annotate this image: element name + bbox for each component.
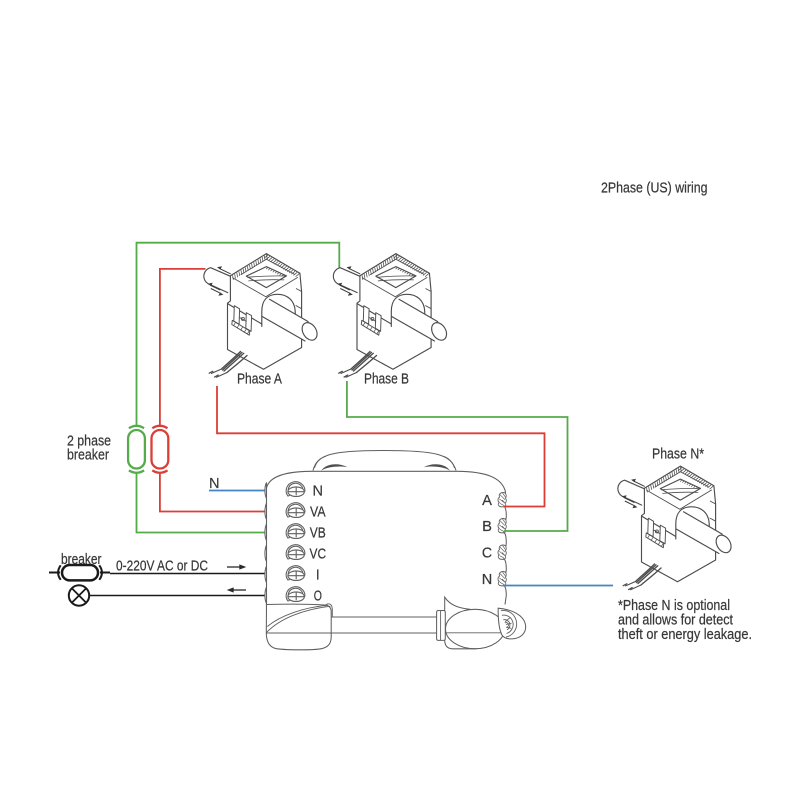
svg-text:VC: VC	[310, 547, 327, 563]
svg-text:A: A	[482, 493, 492, 509]
svg-text:0-220V AC or DC: 0-220V AC or DC	[116, 559, 208, 575]
svg-text:breaker: breaker	[67, 448, 109, 464]
svg-text:theft or energy leakage.: theft or energy leakage.	[618, 627, 752, 643]
svg-text:O: O	[314, 589, 322, 605]
svg-text:VA: VA	[310, 505, 326, 521]
svg-text:2Phase (US) wiring: 2Phase (US) wiring	[601, 181, 708, 197]
svg-text:breaker: breaker	[61, 552, 102, 568]
svg-text:and allows for detect: and allows for detect	[618, 613, 733, 629]
svg-text:Phase N*: Phase N*	[652, 447, 704, 463]
svg-text:C: C	[482, 546, 492, 562]
svg-text:N: N	[482, 572, 493, 588]
svg-text:I: I	[316, 568, 320, 584]
svg-text:B: B	[482, 519, 492, 535]
svg-text:N: N	[209, 476, 220, 492]
svg-text:N: N	[313, 484, 324, 500]
svg-text:*Phase N is optional: *Phase N is optional	[618, 598, 730, 614]
svg-text:Phase B: Phase B	[364, 372, 409, 388]
svg-text:VB: VB	[310, 526, 326, 542]
svg-text:2 phase: 2 phase	[67, 434, 111, 450]
svg-text:Phase A: Phase A	[237, 372, 282, 388]
